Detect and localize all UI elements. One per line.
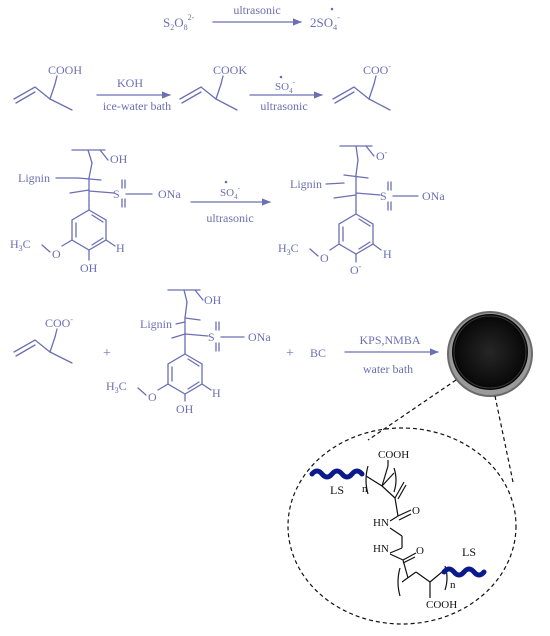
- ls-chain-right: [441, 566, 487, 578]
- ls-chain-left: [309, 468, 365, 480]
- cooh-top-label: COOH: [378, 449, 409, 461]
- sulfate-radical-product: 2SO4-: [310, 13, 340, 32]
- bracket-left-lower: [397, 567, 401, 597]
- sulfur-label: S: [113, 187, 120, 201]
- h3c-label: H3C: [278, 241, 299, 257]
- hn-bottom-label: HN: [373, 543, 389, 555]
- methacrylate-anion-structure: COO-: [332, 62, 391, 111]
- lignosulfonate-radical-structure: O- Lignin S ONa H O- O: [278, 145, 445, 277]
- ona-label: ONa: [248, 330, 271, 344]
- cooh-label: COOH: [48, 63, 82, 77]
- methoxy-o-label: O: [320, 251, 329, 265]
- oh-label: OH: [204, 293, 222, 307]
- ona-label: ONa: [158, 187, 181, 201]
- row2-monomer-activation: COOH KOH ice-water bath COOK SO4- ultras…: [13, 62, 391, 113]
- network-structure-inset: LS n COOH O HN HN O n COOH: [287, 427, 517, 625]
- row3-lignin-activation: OH Lignin S ONa H OH O: [10, 145, 445, 277]
- lignin-label: Lignin: [18, 171, 50, 185]
- o-bottom-label: O: [416, 545, 424, 557]
- sulfur-label: S: [380, 189, 387, 203]
- lignosulfonate-structure: OH Lignin S ONa H OH O: [10, 149, 181, 275]
- ls-right-label: LS: [462, 545, 476, 559]
- radical-dot: [279, 75, 283, 79]
- methoxy-o-label: O: [52, 247, 61, 261]
- h-label: H: [212, 386, 221, 400]
- h3c-label: H3C: [10, 237, 31, 253]
- plus-sign: +: [103, 346, 111, 361]
- callout-line-right: [494, 395, 514, 483]
- hn-top-label: HN: [373, 517, 389, 529]
- row2-arrow1-top: KOH: [117, 76, 143, 90]
- hydrogel-photo: [447, 311, 533, 397]
- bracket-left: [365, 465, 369, 495]
- cook-label: COOK: [213, 63, 247, 77]
- bracket-right: [393, 467, 397, 493]
- coo-anion-label: COO-: [363, 62, 391, 77]
- bc-label: BC: [310, 346, 326, 360]
- row2-arrow1-bottom: ice-water bath: [103, 99, 171, 113]
- n-left-label: n: [362, 483, 368, 495]
- radical-dot: [224, 180, 228, 184]
- oh-label: OH: [110, 152, 128, 166]
- ls-left-label: LS: [330, 483, 344, 497]
- callout-line-left: [367, 379, 457, 441]
- lignosulfonate-structure: OH Lignin S ONa H OH O: [106, 289, 271, 416]
- inset-dashed-ellipse: [287, 427, 517, 625]
- methoxy-o-label: O: [148, 390, 157, 404]
- lignin-label: Lignin: [290, 177, 322, 191]
- n-right-label: n: [450, 579, 456, 591]
- cooh-bottom-label: COOH: [426, 599, 457, 611]
- row2-arrow2-top: SO4-: [275, 78, 296, 95]
- row4-arrow-bottom: water bath: [363, 362, 413, 376]
- radical-dot: [330, 7, 334, 11]
- coo-anion-label: COO-: [45, 315, 73, 330]
- o-radical-label: O-: [376, 148, 388, 163]
- sulfur-label: S: [208, 330, 215, 344]
- h3c-label: H3C: [106, 379, 127, 395]
- h-label: H: [383, 247, 392, 261]
- row4-polymerization: COO- + OH Lignin S ONa: [13, 289, 533, 483]
- lignin-label: Lignin: [140, 317, 172, 331]
- o-phenoxy-label: O-: [350, 262, 362, 277]
- row1-arrow-label: ultrasonic: [233, 3, 280, 17]
- methacrylic-acid-structure: COOH: [13, 63, 82, 111]
- oh-phenol-label: OH: [80, 261, 98, 275]
- h-label: H: [116, 241, 125, 255]
- persulfate-formula: S2O82-: [163, 13, 195, 32]
- o-top-label: O: [412, 505, 420, 517]
- potassium-methacrylate-structure: COOK: [179, 63, 247, 111]
- row3-arrow-top: SO4-: [220, 184, 241, 201]
- methacrylate-anion-structure: COO-: [13, 315, 73, 364]
- row1-persulfate-reaction: S2O82- ultrasonic 2SO4-: [163, 3, 340, 32]
- plus-sign: +: [286, 346, 294, 361]
- ona-label: ONa: [422, 189, 445, 203]
- row4-arrow-top: KPS,NMBA: [359, 333, 420, 347]
- row2-arrow2-bottom: ultrasonic: [260, 99, 307, 113]
- row3-arrow-bottom: ultrasonic: [206, 211, 253, 225]
- oh-phenol-label: OH: [176, 402, 194, 416]
